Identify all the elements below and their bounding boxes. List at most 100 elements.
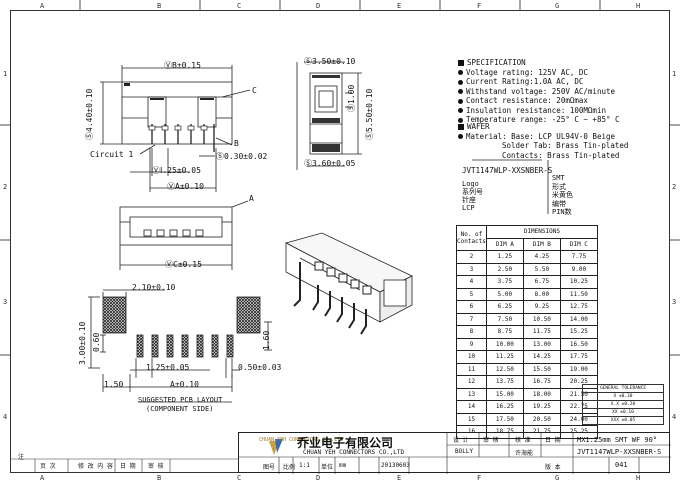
header-dim-c: DIM C [559, 237, 598, 251]
specification-block: SPECIFICATION Voltage rating: 125V AC, D… [458, 58, 620, 125]
part-code-pin-count: PIN数 [552, 208, 572, 216]
spec-line: Insulation resistance: 100MΩmin [458, 106, 620, 116]
company-name-en: CHUAN YEH CONNECTORS CO.,LTD [303, 449, 405, 456]
tb-date: 20130603 [381, 462, 410, 469]
grid-row-2-right: 2 [672, 183, 677, 191]
rev-review: 审 核 [148, 463, 164, 470]
part-code-tape: 编带 [552, 199, 566, 208]
part-code-logo: Logo [462, 180, 479, 188]
dimensions-table: No. of Contacts DIMENSIONS DIM A DIM B D… [456, 225, 598, 439]
tb-unit: mm [339, 462, 347, 469]
tb-drawing-no-label: 图号 [263, 464, 276, 471]
pcb-dim-125: 1.25±0.05 [146, 363, 190, 372]
title-block-grid [239, 433, 671, 474]
pcb-dim-300: 3.00±0.10 [78, 321, 87, 365]
bullet-icon [458, 79, 463, 85]
dim-side-inner: Ⓢ1.00 [347, 84, 356, 112]
company-logo-icon [269, 439, 283, 455]
dim-a-front: ⓋA±0.10 [167, 182, 204, 191]
spec-voltage: Voltage rating: 125V AC, DC [466, 67, 588, 77]
bullet-icon [458, 108, 463, 113]
tb-scale: 1:1 [299, 462, 310, 469]
table-cell: 16.75 [522, 375, 561, 389]
table-cell: 18.00 [522, 387, 561, 401]
tb-unit-label: 单位 [321, 464, 334, 471]
tb-header-review: 审 核 [483, 437, 499, 444]
tolerance-row: X.X ±0.20 [582, 400, 664, 409]
iso-cavities [314, 261, 372, 295]
bullet-icon [458, 89, 463, 94]
table-cell: 11.50 [559, 287, 598, 301]
title-block: CHUAN YEH CONNECTORS CO.,LTD 乔业电子有限公司 CH… [238, 432, 671, 474]
table-cell: 15 [456, 412, 487, 426]
bottom-view-slots [143, 229, 204, 237]
table-cell: 13.00 [522, 337, 561, 351]
table-cell: 16.50 [559, 337, 598, 351]
part-code-color: 米黄色 [552, 191, 573, 199]
table-cell: 10.50 [522, 312, 561, 326]
table-cell: 7.75 [559, 250, 598, 264]
wafer-block: WAFER Material: Base: LCP UL94V-0 Beige … [458, 122, 628, 160]
table-cell: 4 [456, 275, 487, 289]
table-cell: 8.00 [522, 287, 561, 301]
grid-col-f: F [477, 2, 482, 10]
grid-row-1: 1 [3, 70, 8, 78]
tolerance-table: GENERAL TOLERANCE X ±0.30 X.X ±0.20 XX ±… [582, 384, 664, 425]
table-cell: 10.25 [559, 275, 598, 289]
table-cell: 14.00 [559, 312, 598, 326]
table-cell: 15.50 [522, 362, 561, 376]
part-code-header: 针座 [462, 196, 476, 204]
grid-col-e: E [397, 2, 402, 10]
table-cell: 7.50 [485, 312, 524, 326]
table-cell: 14.25 [522, 350, 561, 364]
table-cell: 11.75 [522, 325, 561, 339]
part-code-type: 形式 [552, 182, 566, 191]
tb-title: MX1.25mm SMT WF 90° [577, 436, 658, 444]
grid-col-h-bottom: H [636, 474, 641, 482]
grid-col-d: D [316, 2, 321, 10]
tolerance-row: X ±0.30 [582, 392, 664, 401]
part-code-right-labels: SMT 形式 米黄色 编带 PIN数 [552, 174, 573, 217]
part-code-left-labels: Logo 系列号 针座 LCP [462, 180, 483, 212]
grid-col-b: B [157, 2, 162, 10]
iso-pins [293, 262, 367, 335]
table-cell: 6.25 [485, 300, 524, 314]
spec-title: SPECIFICATION [467, 58, 526, 67]
table-cell: 7 [456, 312, 487, 326]
label-b: B [234, 139, 239, 148]
pcb-dim-060: 0.60 [92, 332, 101, 352]
front-pin-tips [148, 125, 208, 131]
grid-row-4-right: 4 [672, 413, 677, 421]
table-cell: 6.75 [522, 275, 561, 289]
label-a-bottom: A [249, 194, 254, 203]
dim-side-height: Ⓢ5.50±0.10 [365, 88, 374, 140]
table-cell: 13.75 [485, 375, 524, 389]
part-code: JVT1147WLP-XXSNBER-S [462, 166, 553, 175]
table-cell: 11 [456, 362, 487, 376]
tb-scale-label: 比例 [283, 464, 296, 471]
label-circuit-1: Circuit 1 [90, 150, 134, 159]
square-bullet-icon [458, 124, 464, 130]
grid-row-1-right: 1 [672, 70, 677, 78]
pcb-dim-150: 1.50 [104, 380, 124, 389]
dim-side-bottom: Ⓢ3.60±0.05 [304, 159, 356, 168]
revision-grid [10, 458, 238, 473]
table-cell: 2 [456, 250, 487, 264]
table-cell: 4.25 [522, 250, 561, 264]
tb-sheet: 041 [615, 461, 628, 469]
dim-b: ⓋB±0.15 [164, 61, 201, 70]
table-cell: 17.75 [559, 350, 598, 364]
grid-col-b-bottom: B [157, 474, 162, 482]
spec-line: Contact resistance: 20mΩmax [458, 96, 620, 106]
spec-line: Voltage rating: 125V AC, DC [458, 68, 620, 78]
spec-line: Current Rating:1.0A AC, DC [458, 77, 620, 87]
